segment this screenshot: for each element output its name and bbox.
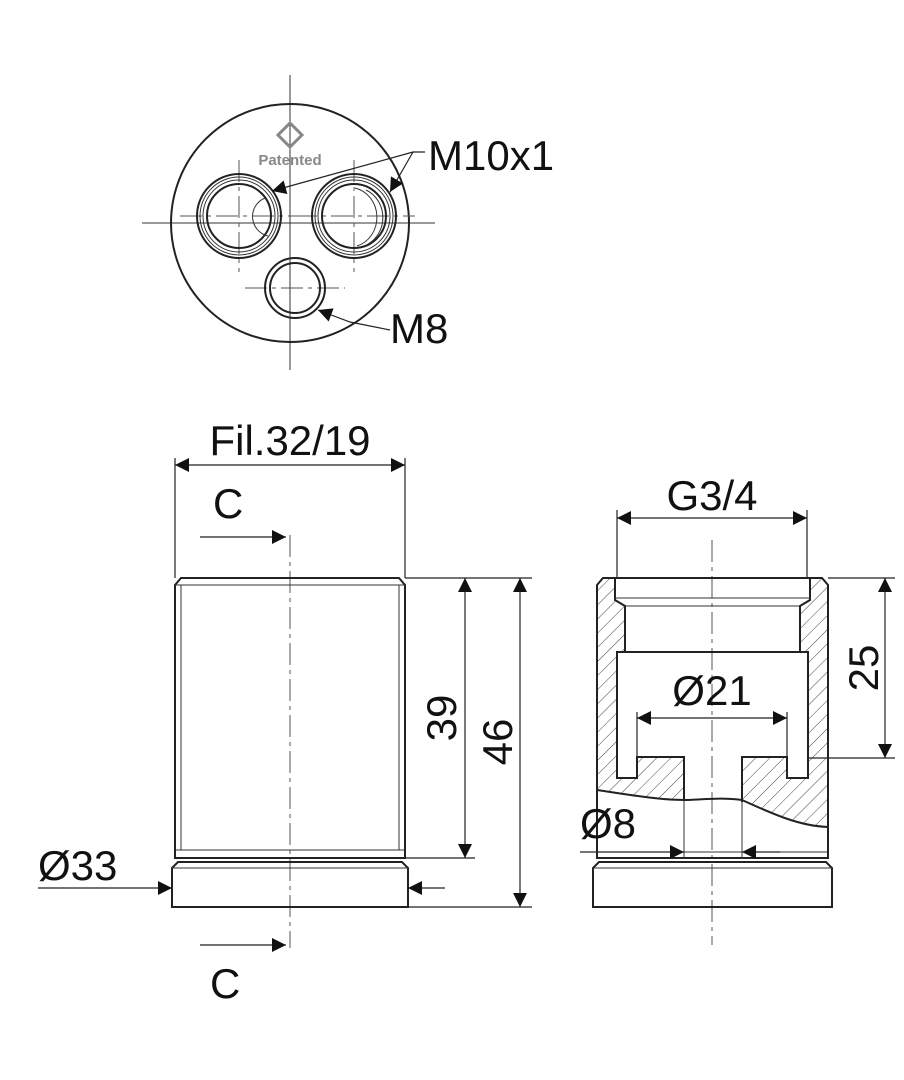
hatch-left bbox=[597, 578, 684, 800]
section-mark-bottom: C bbox=[210, 960, 240, 1007]
thread-label-m10x1: M10x1 bbox=[428, 132, 554, 179]
section-view: G3/4 Ø21 Ø8 25 bbox=[580, 472, 895, 945]
bore-diameter-dim: Ø21 bbox=[672, 667, 751, 714]
port-small bbox=[245, 257, 345, 319]
m10-leader bbox=[271, 151, 425, 195]
port-right bbox=[295, 160, 415, 272]
depth-25-dim: 25 bbox=[840, 645, 887, 692]
section-outline bbox=[596, 577, 829, 859]
top-view: Patented bbox=[142, 75, 554, 370]
g34-thread-dim: G3/4 bbox=[666, 472, 757, 519]
base-diameter-dim: Ø33 bbox=[38, 842, 117, 889]
break-line bbox=[596, 789, 829, 828]
hatch-right bbox=[742, 578, 828, 827]
port-left bbox=[180, 160, 300, 272]
thread-label-m8: M8 bbox=[390, 305, 448, 352]
cartridge-outline bbox=[170, 103, 410, 343]
height-46-dim: 46 bbox=[474, 719, 521, 766]
m8-leader bbox=[317, 308, 391, 331]
section-mark-top: C bbox=[213, 480, 243, 527]
thread-size-dim: Fil.32/19 bbox=[209, 417, 370, 464]
side-view: Fil.32/19 C C 39 46 Ø33 bbox=[38, 417, 532, 1007]
patented-label: Patented bbox=[258, 152, 321, 169]
hole-diameter-dim: Ø8 bbox=[580, 800, 636, 847]
patented-logo: Patented bbox=[258, 120, 322, 169]
height-39-dim: 39 bbox=[418, 695, 465, 742]
